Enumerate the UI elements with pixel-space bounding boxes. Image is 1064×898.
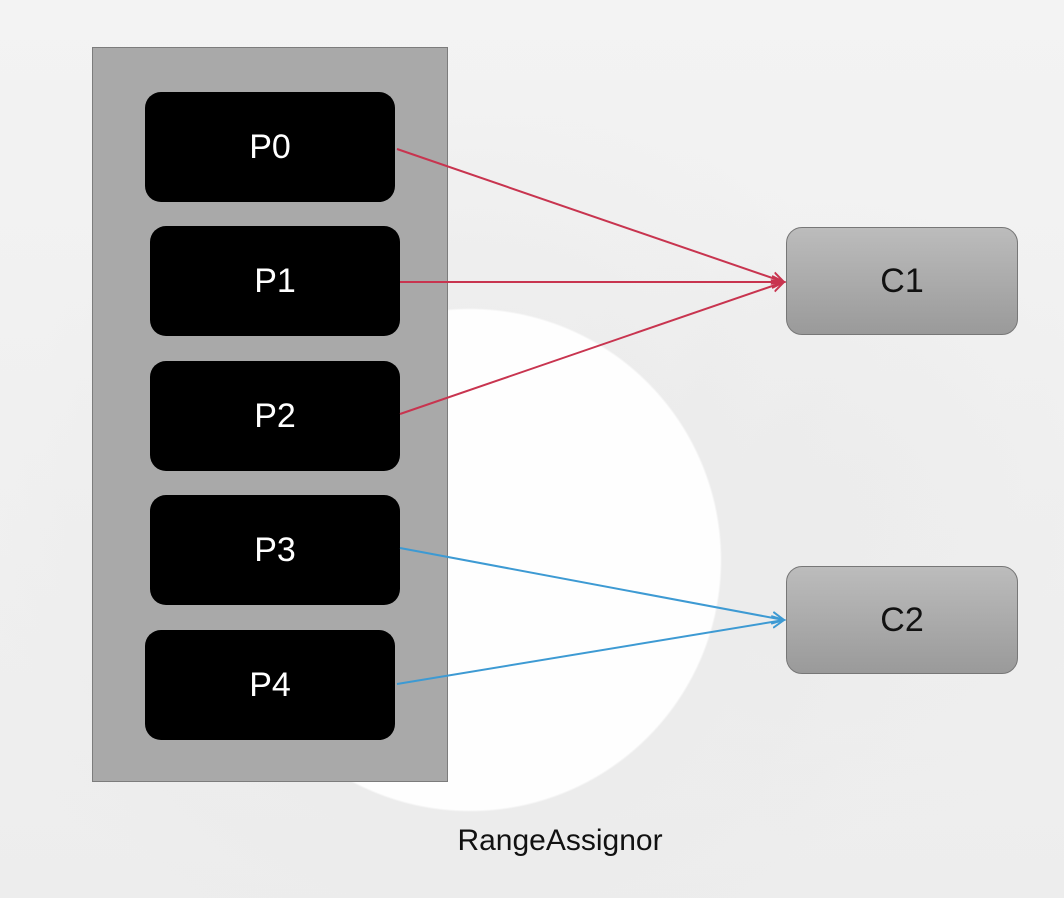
partition-label: P3 (254, 530, 296, 569)
consumer-label: C2 (880, 600, 924, 639)
arrow-p0-c1 (396, 148, 784, 282)
arrow-p4-c2 (396, 620, 784, 685)
partition-p0: P0 (145, 92, 395, 202)
consumer-c1: C1 (786, 227, 1018, 335)
diagram-caption: RangeAssignor (457, 824, 663, 857)
arrow-p3-c2 (399, 547, 784, 620)
partition-label: P4 (249, 665, 291, 704)
partition-label: P1 (254, 261, 296, 300)
partition-p1: P1 (150, 226, 400, 336)
partition-p3: P3 (150, 495, 400, 605)
partition-label: P2 (254, 396, 296, 435)
partition-p4: P4 (145, 630, 395, 740)
arrow-p2-c1 (399, 282, 784, 415)
partition-label: P0 (249, 127, 291, 166)
partition-p2: P2 (150, 361, 400, 471)
consumer-label: C1 (880, 261, 924, 300)
consumer-c2: C2 (786, 566, 1018, 674)
